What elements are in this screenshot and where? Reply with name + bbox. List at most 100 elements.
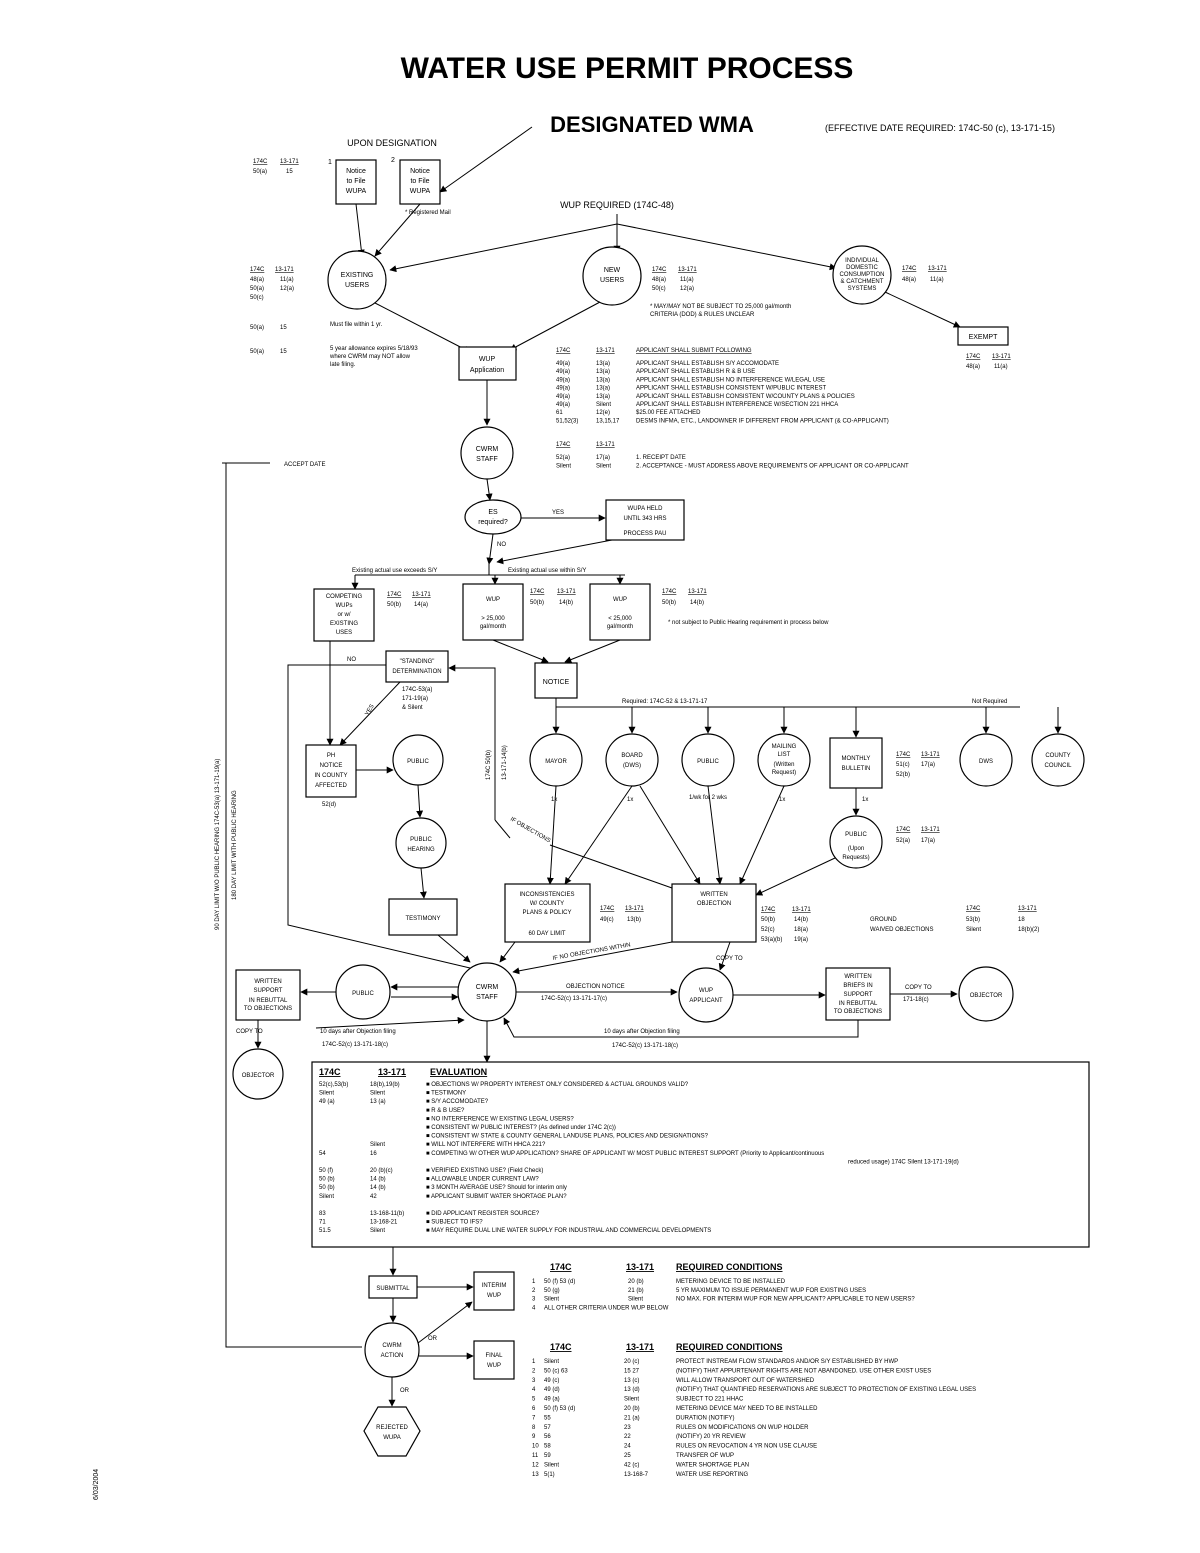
- node-label: IN REBUTTAL: [249, 998, 288, 1004]
- node-label: HEARING: [407, 847, 435, 853]
- cwrm-action-node: CWRM ACTION: [364, 1322, 420, 1378]
- ref-text: 171-18(c): [903, 997, 929, 1003]
- step-number: 2: [391, 157, 395, 164]
- block-heading: REQUIRED CONDITIONS: [676, 1262, 783, 1272]
- public-upon-request-node: PUBLIC (Upon Requests): [829, 815, 883, 869]
- arrow: [389, 223, 618, 273]
- node-label: SUPPORT: [844, 992, 873, 998]
- block-heading: EVALUATION: [430, 1067, 487, 1077]
- ref-text: 12(a): [680, 286, 694, 292]
- ref-text: 48(a): [652, 277, 666, 283]
- evaluation-cell: ■ VERIFIED EXISTING USE? (Field Check): [426, 1168, 543, 1174]
- col-header: 13-171: [596, 442, 615, 448]
- ref-text: 174C: [250, 267, 265, 273]
- ref-text: 14(b): [794, 917, 808, 923]
- rc2-row-cell: 25: [624, 1453, 631, 1459]
- node-label: CWRM: [476, 984, 499, 991]
- arrow-designated-to-notice: [439, 126, 533, 193]
- not-subject-note: * not subject to Public Hearing requirem…: [668, 620, 829, 626]
- rc2-row-cell: 42 (c): [624, 1462, 639, 1468]
- rc2-row-cell: 6: [532, 1406, 536, 1412]
- node-label: EXISTING: [341, 272, 374, 279]
- ref-text: 174C: [761, 907, 776, 913]
- node-label: TESTIMONY: [405, 916, 440, 922]
- node-label: gal/month: [607, 624, 633, 630]
- notice2-line: to File: [410, 178, 429, 185]
- written-briefs-box: WRITTEN BRIEFS IN SUPPORT IN REBUTTAL TO…: [825, 967, 891, 1021]
- competing-wups-box: COMPETING WUPs or w/ EXISTING USES: [313, 588, 375, 642]
- copy-to-label: COPY TO: [905, 985, 932, 991]
- ref-text: 48(a): [966, 364, 980, 370]
- evaluation-cell: 14 (b): [370, 1185, 386, 1191]
- node-label: Requests): [842, 855, 869, 861]
- ground-label: GROUND: [870, 917, 897, 923]
- effective-date-note: (EFFECTIVE DATE REQUIRED: 174C-50 (c), 1…: [825, 123, 1055, 133]
- applicant-row-cell: $25.00 FEE ATTACHED: [636, 410, 701, 416]
- public-upon-refs: 174C 13-171 52(a) 17(a): [896, 827, 940, 844]
- interim-wup-box: INTERIM WUP: [473, 1271, 515, 1311]
- final-wup-box: FINAL WUP: [473, 1340, 515, 1380]
- board-dws-node: BOARD (DWS): [605, 733, 659, 787]
- node-label: BULLETIN: [842, 766, 871, 772]
- arrow: [564, 639, 621, 663]
- competing-refs: 174C 13-171 50(b) 14(a): [387, 592, 431, 608]
- node-label: ES: [488, 509, 498, 516]
- rc2-row-cell: 8: [532, 1425, 536, 1431]
- notice1-line: WUPA: [346, 188, 367, 195]
- wup-gt-refs: 174C 13-171 50(b) 14(b): [530, 589, 576, 606]
- rc2-row-cell: 58: [544, 1444, 551, 1450]
- ref-text: 174C: [530, 589, 545, 595]
- notice-to-file-box-2: Notice to File WUPA: [399, 159, 441, 205]
- wup-application-box: WUP Application: [458, 346, 517, 381]
- col-header: 13-171: [626, 1342, 654, 1352]
- col-header: 174C: [319, 1067, 341, 1077]
- rc2-row-cell: 50 (f) 53 (d): [544, 1406, 575, 1412]
- rc2-row-cell: DURATION (NOTIFY): [676, 1415, 735, 1421]
- cwrm-row-cell: 2. ACCEPTANCE - MUST ADDRESS ABOVE REQUI…: [636, 464, 909, 470]
- applicant-row-cell: APPLICANT SHALL ESTABLISH R & B USE: [636, 369, 755, 375]
- arrow: [417, 1301, 473, 1344]
- ref-text: 174C: [253, 159, 268, 165]
- node-label: IN COUNTY: [315, 773, 348, 779]
- node-label: TO OBJECTIONS: [834, 1009, 882, 1015]
- notice1-line: to File: [346, 178, 365, 185]
- node-label: < 25,000: [608, 616, 632, 622]
- applicant-row-cell: 12(e): [596, 410, 610, 416]
- evaluation-cell: 71: [319, 1220, 326, 1226]
- must-file-text: Must file within 1 yr.: [330, 322, 383, 328]
- ref-text: 50(c): [652, 286, 666, 292]
- node-label: (Upon: [848, 846, 864, 852]
- evaluation-cell: ■ CONSISTENT W/ PUBLIC INTEREST? (As def…: [426, 1125, 616, 1131]
- existing-users-node: EXISTING USERS: [327, 250, 387, 310]
- node-label: & CATCHMENT: [841, 279, 884, 285]
- may-not-be-note: * MAY/MAY NOT BE SUBJECT TO 25,000 gal/m…: [650, 304, 791, 318]
- ref-text: 171-19(a): [402, 696, 428, 702]
- freq-public-text: 1/wk for 2 wks: [688, 795, 727, 801]
- rc1-row-cell: 50 (g): [544, 1288, 560, 1294]
- evaluation-cell: 50 (b): [319, 1185, 335, 1191]
- five-year-text: 5 year allowance expires 5/18/93 where C…: [330, 346, 418, 368]
- ref-text: 13(b): [627, 917, 641, 923]
- node-label: WUP: [487, 1363, 501, 1369]
- rc1-row-cell: 3: [532, 1297, 536, 1303]
- node-label: WUP: [487, 1293, 501, 1299]
- ref-text: 13-171: [921, 752, 940, 758]
- wavid-label: WAIVED OBJECTIONS: [870, 927, 933, 933]
- node-label: required?: [478, 519, 508, 526]
- evaluation-cell: 42: [370, 1194, 377, 1200]
- col-header: 174C: [556, 442, 571, 448]
- ref-text: 12(a): [280, 286, 294, 292]
- rc2-row-cell: Silent: [544, 1359, 559, 1365]
- ref-text: 52(a): [896, 838, 910, 844]
- ref-text: 174C: [652, 267, 667, 273]
- rc2-row-cell: 59: [544, 1453, 551, 1459]
- notice2-line: Notice: [410, 168, 430, 175]
- col-header: 174C: [550, 1262, 572, 1272]
- node-label: INDIVIDUAL: [845, 258, 879, 264]
- rc1-row-cell: 2: [532, 1288, 536, 1294]
- evaluation-cell: 13-168-21: [370, 1220, 398, 1226]
- ref-text: 50(a): [253, 169, 267, 175]
- existing-refs: 174C 13-171 48(a) 11(a) 50(a) 12(a) 50(c…: [250, 267, 294, 301]
- ref-text: 18(b)(2): [1018, 927, 1039, 933]
- node-label: WUPA: [383, 1435, 401, 1441]
